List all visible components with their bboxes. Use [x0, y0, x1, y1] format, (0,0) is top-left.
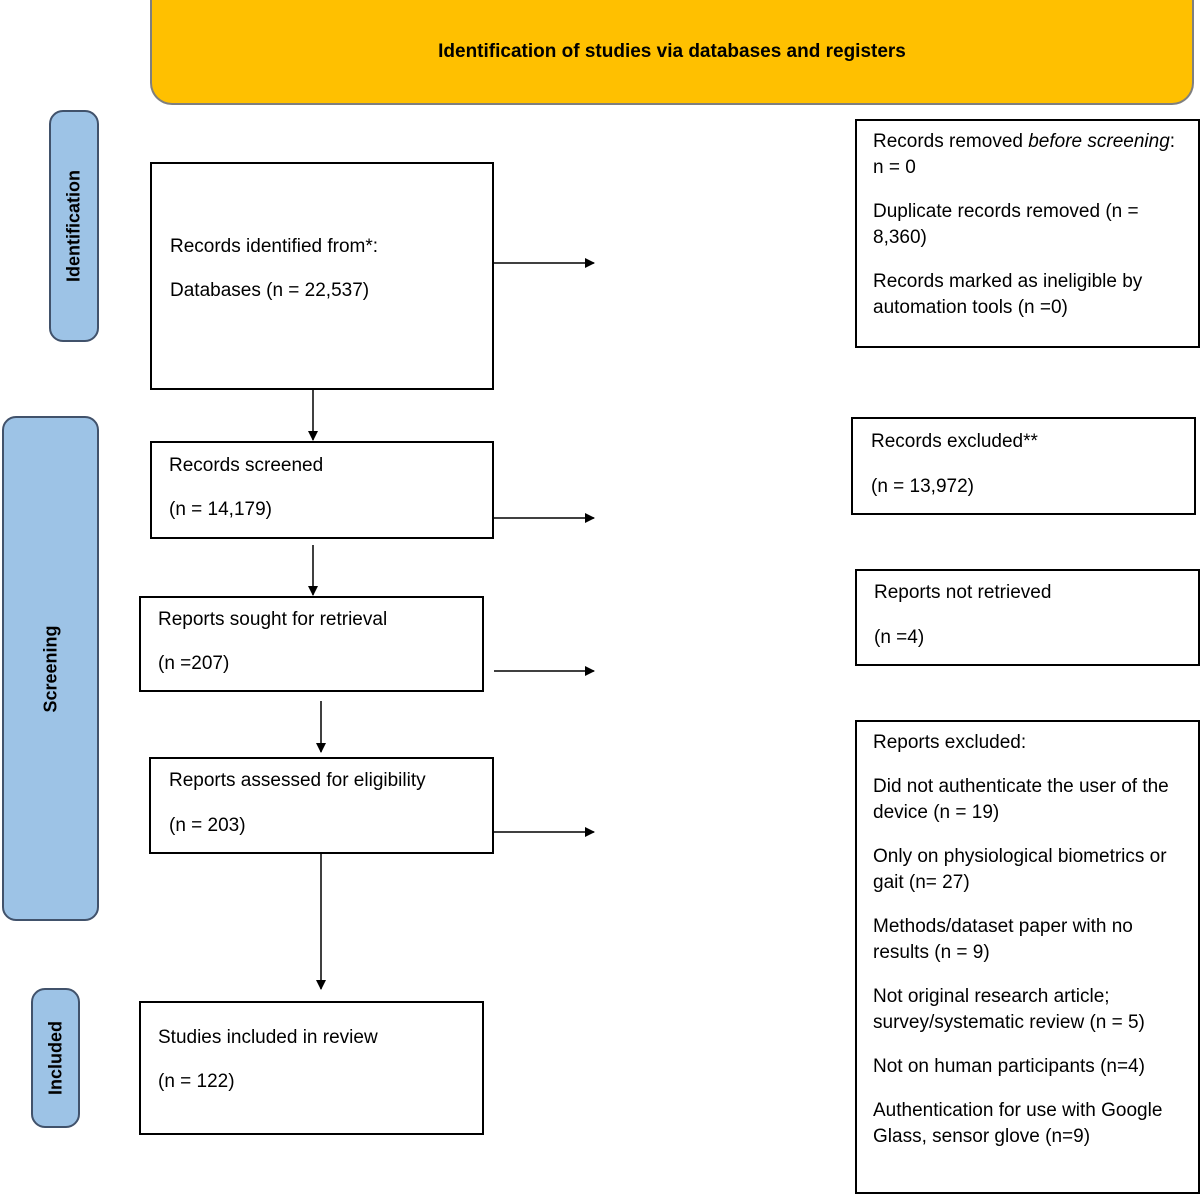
identification-banner: Identification of studies via databases …	[150, 0, 1194, 105]
phase-identification: Identification	[49, 110, 99, 342]
records-excluded-label: Records excluded**	[871, 431, 1038, 452]
reports-assessed-box: Reports assessed for eligibility (n = 20…	[149, 757, 494, 854]
exclusion-reason: Did not authenticate the user of the dev…	[873, 776, 1169, 823]
reports-sought-box: Reports sought for retrieval (n =207)	[139, 596, 484, 692]
records-removed-before-screening: Records removed before screening: n = 0	[873, 129, 1182, 181]
records-screened-label: Records screened	[169, 455, 324, 476]
exclusion-reason: Authentication for use with Google Glass…	[873, 1100, 1163, 1147]
studies-included-count: (n = 122)	[158, 1071, 235, 1092]
reports-not-retrieved-count: (n =4)	[874, 627, 925, 648]
phase-included: Included	[31, 988, 80, 1128]
exclusion-reason: Only on physiological biometrics or gait…	[873, 846, 1167, 893]
reports-sought-count: (n =207)	[158, 653, 230, 674]
reports-excluded-label: Reports excluded:	[873, 732, 1027, 753]
records-excluded-box: Records excluded** (n = 13,972)	[851, 417, 1196, 515]
studies-included-box: Studies included in review (n = 122)	[139, 1001, 484, 1135]
reports-not-retrieved-box: Reports not retrieved (n =4)	[855, 569, 1200, 666]
studies-included-label: Studies included in review	[158, 1027, 378, 1048]
reports-sought-label: Reports sought for retrieval	[158, 609, 388, 630]
records-identified-label: Records identified from*:	[170, 236, 379, 257]
records-removed-box: Records removed before screening: n = 0 …	[855, 119, 1200, 348]
exclusion-reason: Methods/dataset paper with no results (n…	[873, 916, 1133, 963]
reports-excluded-box: Reports excluded: Did not authenticate t…	[855, 720, 1200, 1194]
records-identified-databases: Databases (n = 22,537)	[170, 280, 370, 301]
phase-screening: Screening	[2, 416, 99, 921]
records-identified-box: Records identified from*: Databases (n =…	[150, 162, 494, 390]
reports-assessed-label: Reports assessed for eligibility	[169, 770, 426, 791]
records-marked-ineligible: Records marked as ineligible by automati…	[873, 271, 1143, 318]
records-excluded-count: (n = 13,972)	[871, 476, 974, 497]
duplicate-records-removed: Duplicate records removed (n = 8,360)	[873, 201, 1139, 248]
records-removed-post: : n = 0	[873, 131, 1176, 178]
exclusion-reason: Not on human participants (n=4)	[873, 1056, 1145, 1077]
banner-title: Identification of studies via databases …	[438, 40, 906, 62]
exclusion-reason: Not original research article; survey/sy…	[873, 986, 1145, 1033]
records-screened-box: Records screened (n = 14,179)	[150, 441, 494, 539]
records-removed-em: before screening	[1028, 131, 1170, 152]
records-screened-count: (n = 14,179)	[169, 499, 272, 520]
reports-not-retrieved-label: Reports not retrieved	[874, 582, 1052, 603]
records-removed-pre: Records removed	[873, 131, 1029, 152]
reports-assessed-count: (n = 203)	[169, 815, 246, 836]
